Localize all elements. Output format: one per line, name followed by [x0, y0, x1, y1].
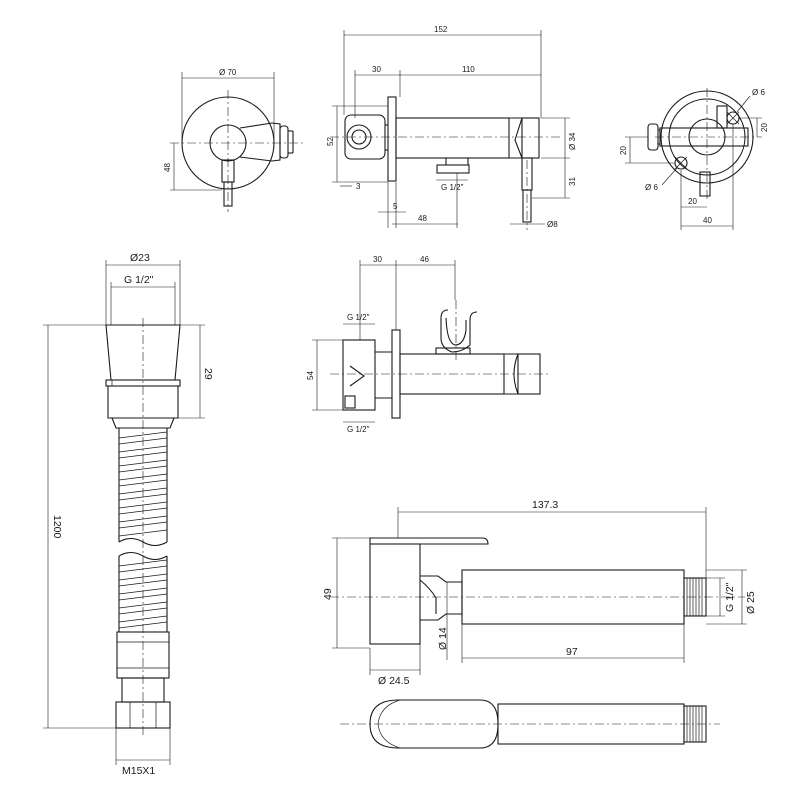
dim-flange-dia: Ø 70 [219, 68, 237, 77]
dim-handset-head-dia: Ø 24.5 [378, 675, 410, 687]
dim-right-offset: 20 [760, 123, 769, 132]
holder-view: 30 46 G 1/2" 54 G 1/2" [306, 255, 550, 434]
dim-hose-nut-height: 29 [202, 368, 214, 380]
body-cap [521, 117, 540, 159]
handset-head [369, 543, 421, 645]
dim-hose-length: 1200 [51, 515, 63, 539]
dim-holder-thread-bottom: G 1/2" [347, 425, 370, 434]
dim-hose-end-thread: M15X1 [122, 765, 155, 777]
dim-handset-height: 49 [322, 588, 334, 600]
back-view: Ø 6 20 20 Ø 6 20 40 [619, 88, 769, 230]
dim-hole-a: Ø 6 [752, 88, 765, 97]
dim-left-offset: 20 [619, 146, 628, 155]
outlet-neck [440, 157, 469, 166]
dim-flange-thickness: 5 [393, 202, 398, 211]
dim-handset-overall: 137.3 [532, 499, 558, 511]
back-outlet [699, 171, 711, 197]
front-view: Ø 70 48 [163, 68, 305, 212]
dim-body-length: 110 [462, 65, 475, 74]
dim-body-dia: Ø 34 [568, 132, 577, 150]
handset-stem [420, 575, 463, 621]
dim-holder-offset-b: 46 [420, 255, 429, 264]
hook [440, 311, 478, 353]
dim-front-height: 48 [163, 163, 172, 172]
dim-holder-thread-top: G 1/2" [347, 313, 370, 322]
dim-valve-offset: 30 [372, 65, 381, 74]
dim-lever-drop: 31 [568, 177, 577, 186]
handset-plan [369, 699, 499, 749]
lever-knob [279, 125, 289, 159]
dim-outlet-thread: G 1/2" [441, 183, 464, 192]
dim-handset-thread: G 1/2" [724, 582, 736, 612]
dim-overall: 152 [434, 25, 448, 34]
body-end [509, 117, 523, 159]
handset-top-plate [369, 537, 489, 545]
dim-handset-body-length: 97 [566, 646, 578, 658]
side-view: 152 30 110 52 3 5 48 G 1/2" Ø 34 3 [326, 25, 577, 230]
handset-view: 137.3 49 G 1/2" Ø 25 Ø 14 97 Ø 24.5 [322, 499, 757, 749]
dim-inner-width: 20 [688, 197, 697, 206]
valve-body [395, 117, 510, 159]
dim-outlet-offset: 48 [418, 214, 427, 223]
wall-flange [387, 96, 397, 182]
holder-inlet-block [342, 339, 376, 411]
dim-handset-body-dia: Ø 25 [745, 591, 757, 614]
hose-view: Ø23 G 1/2" 29 1200 M15X1 [43, 252, 214, 777]
outlet-nut [436, 164, 470, 174]
dim-hose-nut-dia: Ø23 [130, 252, 150, 264]
dim-hole-b: Ø 6 [645, 183, 658, 192]
dim-handset-stem-dia: Ø 14 [437, 627, 449, 650]
dim-holder-height: 54 [306, 371, 315, 380]
dim-wall-gap: 3 [356, 182, 361, 191]
dim-holder-offset-a: 30 [373, 255, 382, 264]
dim-outer-width: 40 [703, 216, 712, 225]
dim-hose-thread: G 1/2" [124, 274, 154, 286]
dim-lever-dia: Ø8 [547, 220, 558, 229]
dim-flange-height: 52 [326, 137, 335, 146]
